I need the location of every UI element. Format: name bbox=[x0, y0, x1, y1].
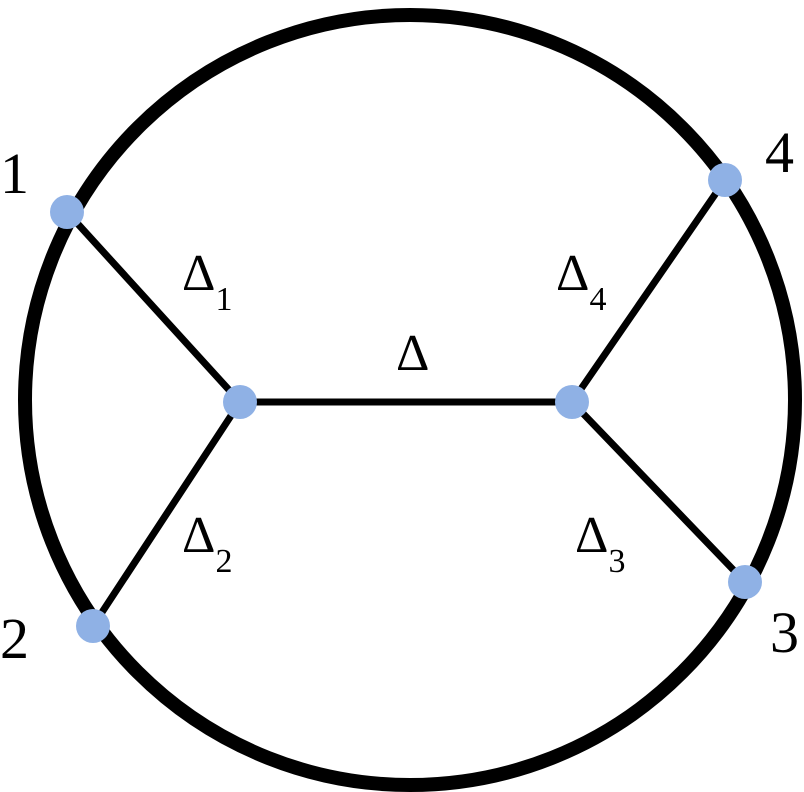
vertex-right bbox=[555, 385, 589, 419]
boundary-circle bbox=[18, 8, 802, 792]
edge-label-4-subscript: 4 bbox=[589, 281, 606, 318]
edge-label-2-subscript: 2 bbox=[215, 543, 232, 580]
edge-label-1-subscript: 1 bbox=[215, 281, 232, 318]
edge-label-internal: Δ bbox=[396, 325, 429, 382]
boundary-node-2 bbox=[76, 609, 110, 643]
edge-label-3-subscript: 3 bbox=[608, 543, 625, 580]
external-label-2: 2 bbox=[0, 606, 29, 671]
edge-2 bbox=[89, 398, 244, 630]
delta-symbol: Δ bbox=[182, 245, 215, 302]
edge-label-2: Δ2 bbox=[182, 507, 232, 580]
edge-label-3: Δ3 bbox=[575, 507, 625, 580]
vertex-left bbox=[223, 385, 257, 419]
boundary-node-3 bbox=[728, 565, 762, 599]
delta-symbol: Δ bbox=[556, 245, 589, 302]
external-label-4: 4 bbox=[765, 120, 794, 185]
delta-symbol: Δ bbox=[182, 507, 215, 564]
edge-4 bbox=[568, 176, 729, 406]
boundary-node-1 bbox=[50, 195, 84, 229]
edge-1 bbox=[63, 208, 244, 406]
edge-label-1: Δ1 bbox=[182, 245, 232, 318]
external-label-3: 3 bbox=[770, 600, 799, 665]
edge-label-4: Δ4 bbox=[556, 245, 606, 318]
edge-3 bbox=[568, 398, 749, 586]
boundary-node-4 bbox=[708, 163, 742, 197]
external-label-1: 1 bbox=[0, 141, 29, 206]
delta-symbol: Δ bbox=[575, 507, 608, 564]
